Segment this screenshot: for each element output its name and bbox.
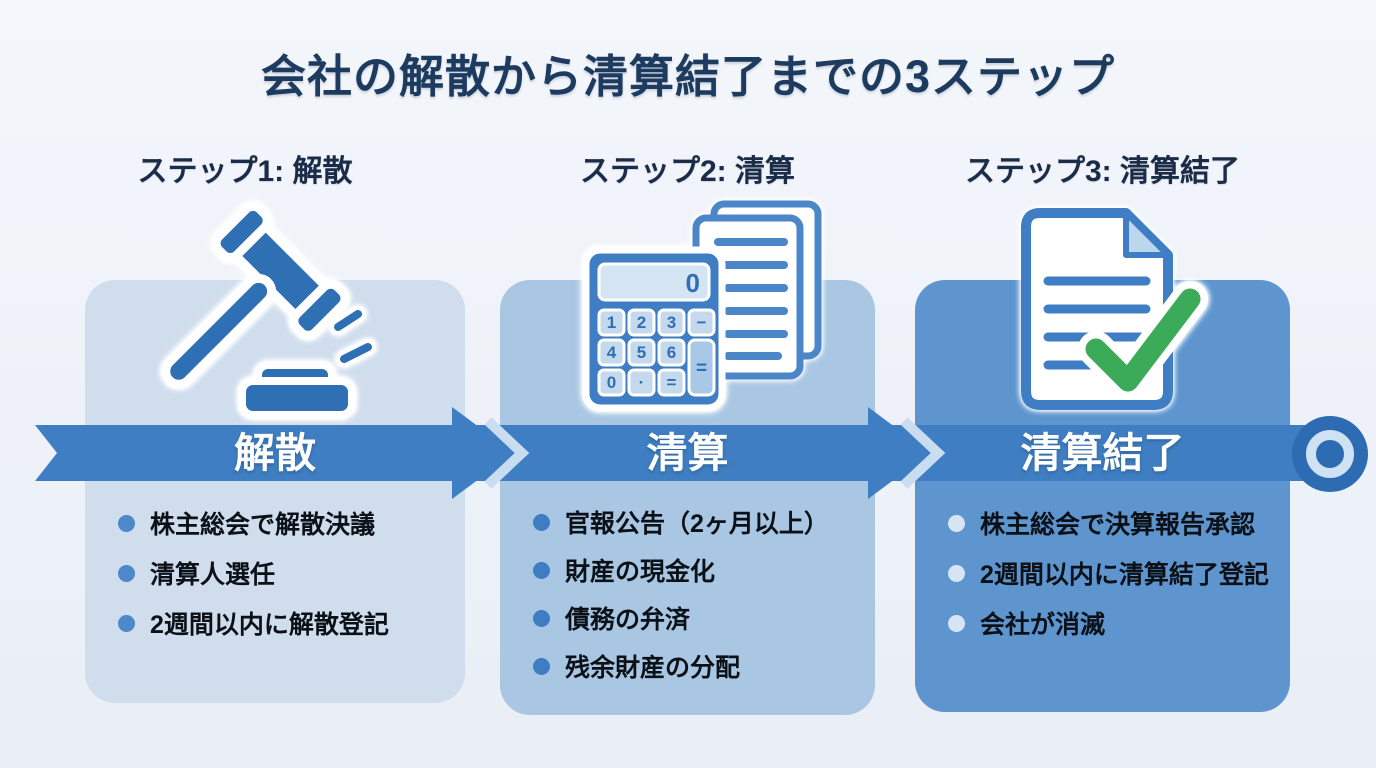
list-item: 清算人選任: [118, 548, 448, 598]
list-item: 2週間以内に清算結了登記: [948, 548, 1288, 598]
bullet-icon: [533, 513, 550, 531]
checkmark-icon: [1078, 281, 1208, 399]
list-item: 財産の現金化: [533, 546, 863, 594]
svg-text:5: 5: [637, 343, 646, 362]
svg-text:·: ·: [639, 373, 645, 392]
bullet-text: 財産の現金化: [565, 558, 716, 586]
document-check-icon: [1021, 208, 1208, 410]
list-item: 株主総会で決算報告承認: [948, 498, 1288, 548]
svg-text:3: 3: [667, 313, 676, 332]
step1-card: [85, 280, 465, 703]
bullet-icon: [533, 609, 550, 627]
bullet-icon: [948, 514, 965, 532]
svg-text:4: 4: [607, 343, 617, 362]
arrow-separator-icon: [452, 407, 530, 499]
bullet-text: 2週間以内に解散登記: [150, 611, 389, 639]
svg-text:=: =: [696, 358, 707, 379]
bullet-text: 官報公告（2ヶ月以上）: [565, 510, 829, 538]
bullet-text: 会社が消滅: [980, 611, 1106, 639]
calculator-documents-icon: 0 1 2 3 − 4 5 6: [582, 200, 822, 412]
gavel-icon: [161, 201, 376, 419]
bullet-text: 債務の弁済: [565, 606, 691, 634]
bullet-text: 残余財産の分配: [565, 654, 741, 682]
page-title: 会社の解散から清算結了までの3ステップ: [260, 51, 1116, 102]
step3-bullet-list: 株主総会で決算報告承認 2週間以内に清算結了登記 会社が消滅: [948, 498, 1288, 648]
list-item: 残余財産の分配: [533, 642, 863, 690]
bullet-icon: [948, 614, 965, 632]
end-ring-icon: [1292, 416, 1368, 492]
bullet-icon: [533, 561, 550, 579]
list-item: 債務の弁済: [533, 594, 863, 642]
end-ring-inner-icon: [1306, 430, 1354, 478]
list-item: 会社が消滅: [948, 598, 1288, 648]
step3-header: ステップ3: 清算結了: [964, 155, 1240, 188]
list-item: 2週間以内に解散登記: [118, 598, 448, 648]
step1-bullet-list: 株主総会で解散決議 清算人選任 2週間以内に解散登記: [118, 498, 448, 648]
svg-text:2: 2: [637, 313, 646, 332]
bullet-icon: [533, 657, 550, 675]
bullet-text: 2週間以内に清算結了登記: [980, 561, 1269, 589]
svg-text:6: 6: [667, 343, 676, 362]
step2-header: ステップ2: 清算: [579, 155, 795, 188]
step1-header: ステップ1: 解散: [137, 155, 353, 188]
band-label-dissolution: 解散: [234, 430, 316, 476]
svg-text:−: −: [697, 313, 707, 332]
process-arrow-band: [35, 425, 1332, 481]
bullet-icon: [118, 564, 135, 582]
svg-text:=: =: [667, 373, 677, 392]
bullet-icon: [118, 514, 135, 532]
bullet-icon: [948, 564, 965, 582]
bullet-text: 株主総会で解散決議: [150, 511, 376, 539]
bullet-text: 株主総会で決算報告承認: [980, 511, 1256, 539]
list-item: 官報公告（2ヶ月以上）: [533, 498, 863, 546]
svg-text:0: 0: [686, 268, 700, 298]
step2-bullet-list: 官報公告（2ヶ月以上） 財産の現金化 債務の弁済 残余財産の分配: [533, 498, 863, 690]
calculator-body-icon: 0 1 2 3 − 4 5 6: [582, 246, 726, 412]
list-item: 株主総会で解散決議: [118, 498, 448, 548]
bullet-icon: [118, 614, 135, 632]
band-label-completion: 清算結了: [1020, 430, 1185, 476]
svg-text:1: 1: [607, 313, 616, 332]
arrow-separator-icon: [868, 407, 946, 499]
bullet-text: 清算人選任: [150, 561, 276, 589]
svg-text:0: 0: [607, 373, 616, 392]
band-label-liquidation: 清算: [646, 430, 729, 476]
